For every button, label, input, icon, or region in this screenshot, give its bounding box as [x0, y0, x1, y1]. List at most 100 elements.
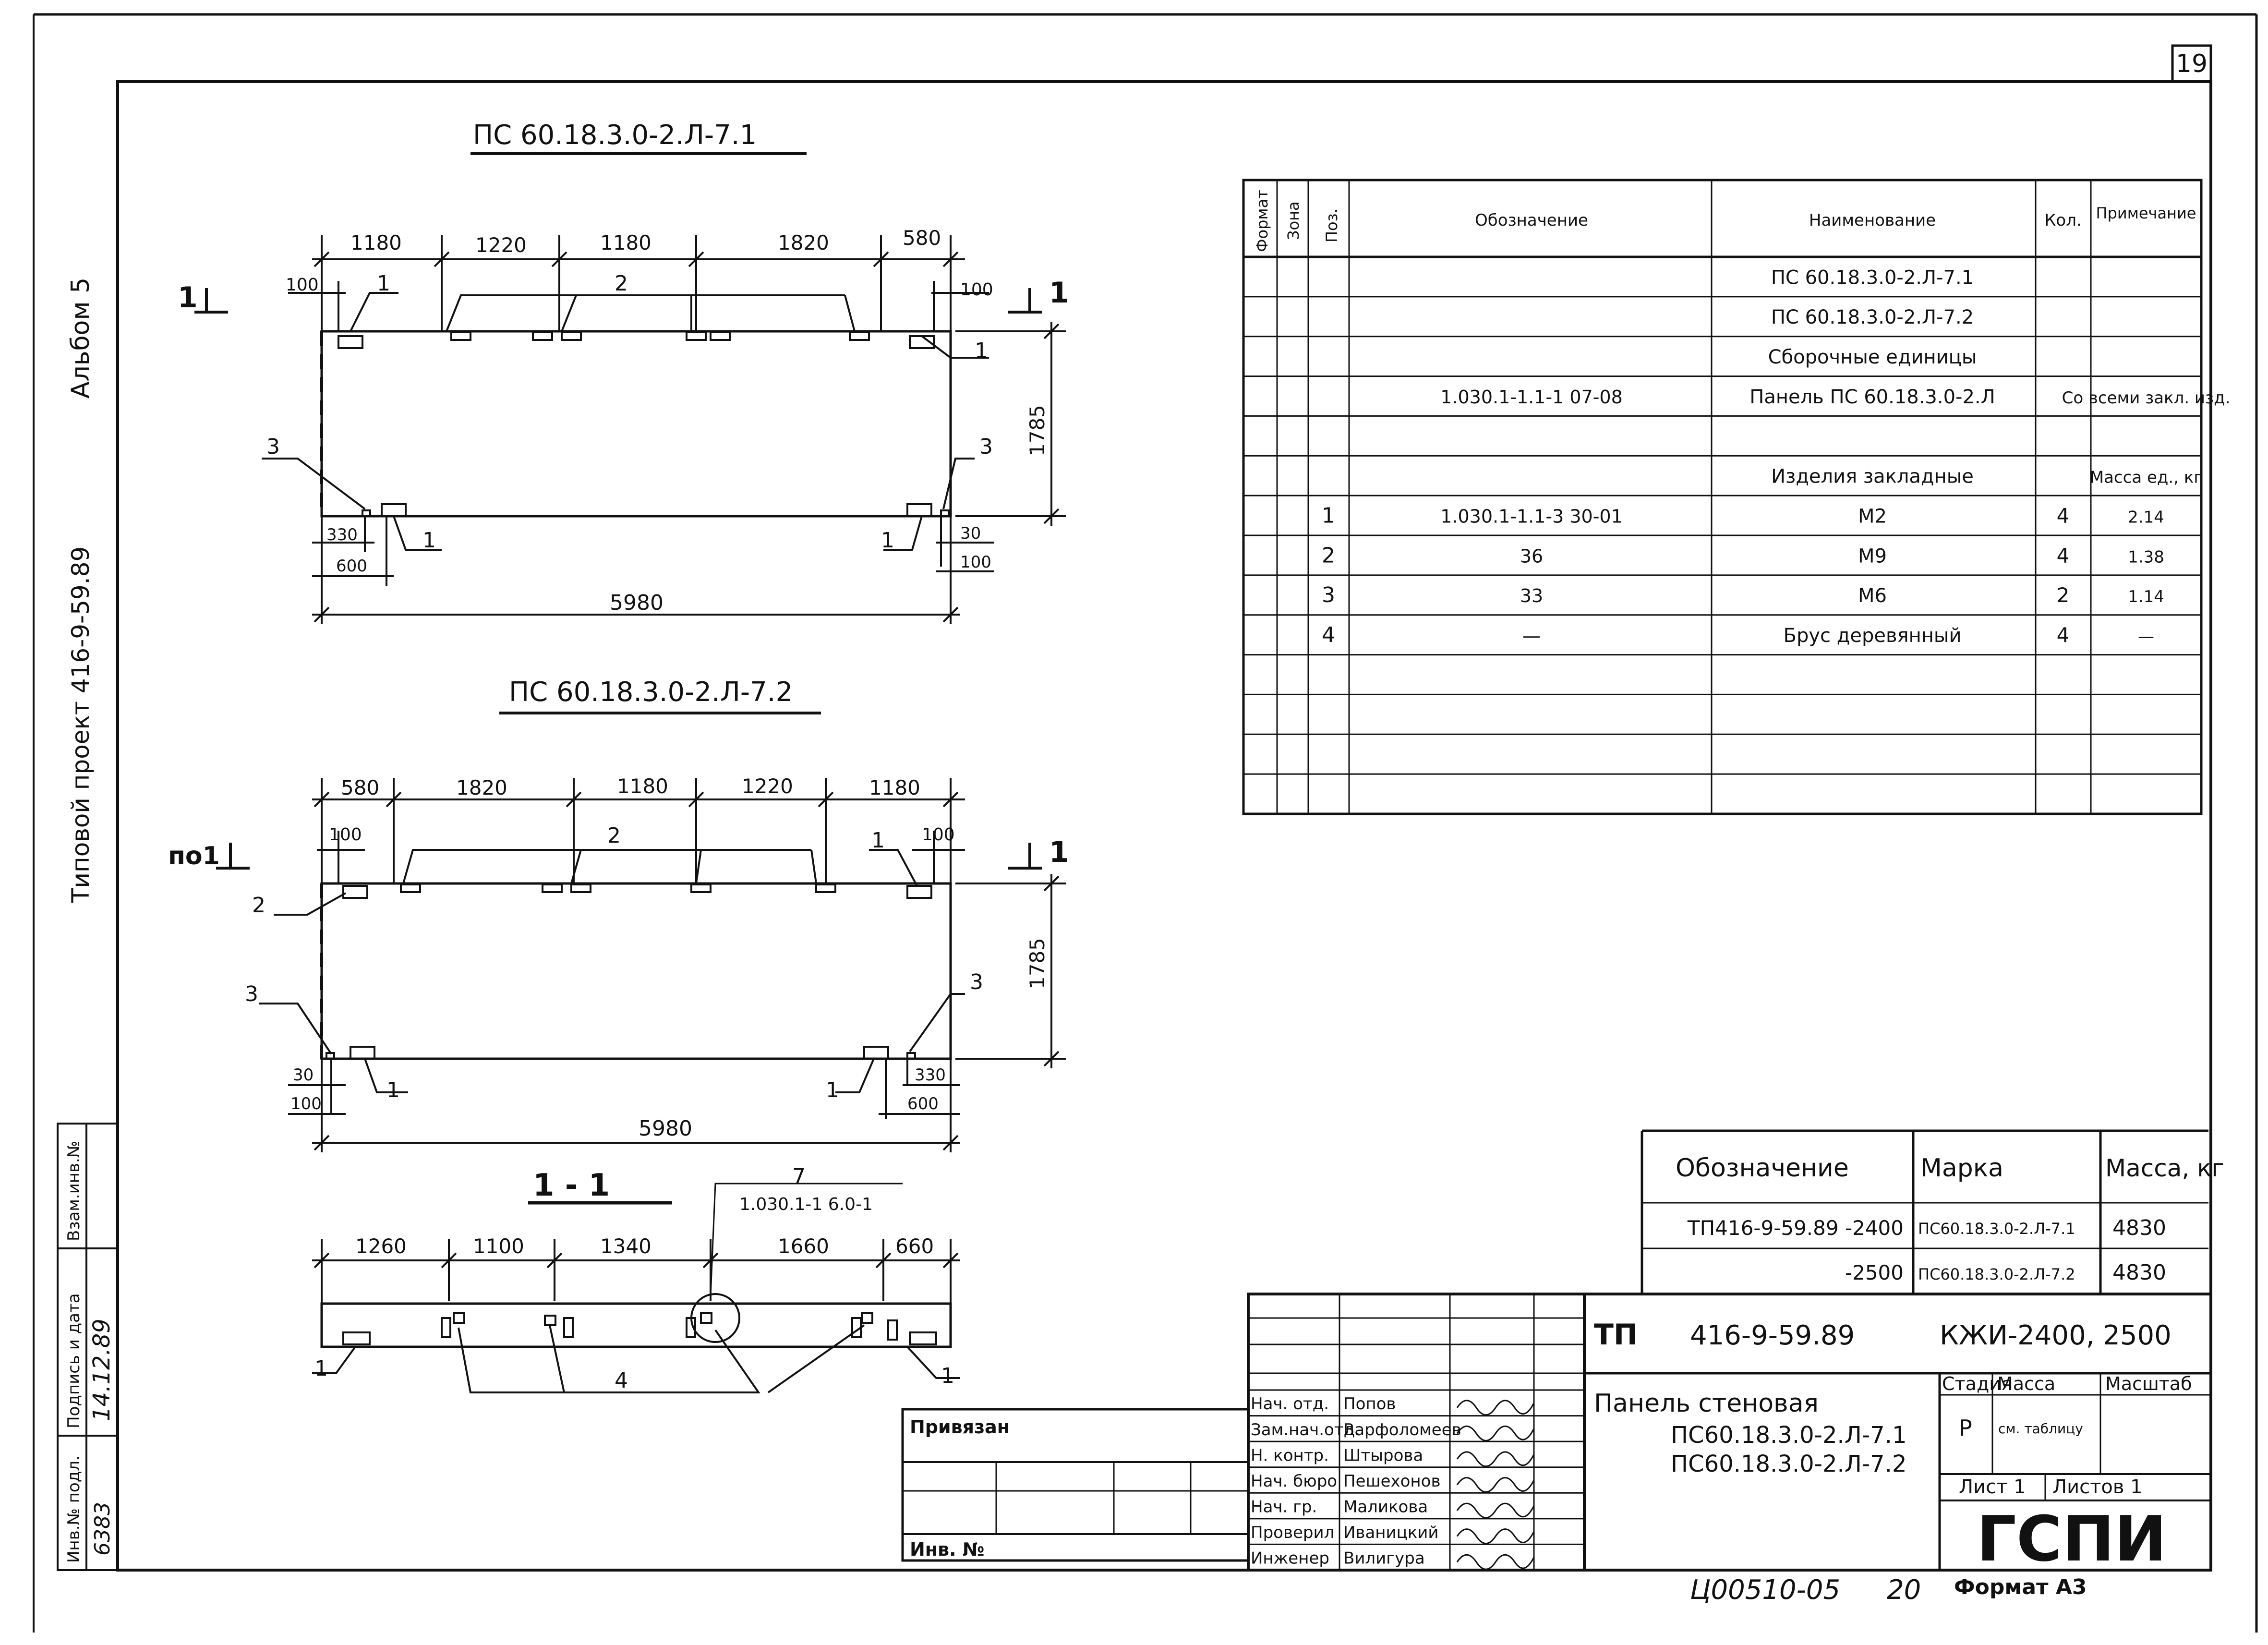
staff-name: Штырова: [1343, 1446, 1423, 1465]
spec-note: Масса ед., кг: [2090, 468, 2202, 487]
section-node-ref: 7: [792, 1164, 806, 1189]
v2-callout-1c: 1: [826, 1078, 839, 1102]
v2-edge-right: 100: [922, 825, 955, 845]
spec-name: Брус деревянный: [1784, 625, 1962, 647]
stamp-inv-label: Инв.№ подл.: [64, 1455, 84, 1563]
v2-dim-3: 1180: [617, 774, 668, 798]
tb-bound-label: Привязан: [910, 1416, 1010, 1438]
v2-callout-1b: 1: [386, 1078, 400, 1102]
spec-row-lines: [1243, 296, 2201, 775]
view1-panel: [320, 330, 952, 518]
staff-name: Попов: [1343, 1394, 1396, 1414]
stamp-sign-label: Подпись и дата: [64, 1293, 84, 1428]
tb-project-number: 416-9-59.89: [1690, 1320, 1855, 1351]
v1-callout-1c: 1: [422, 528, 436, 553]
staff-name: Вилигура: [1343, 1549, 1425, 1568]
spec-name: ПС 60.18.3.0-2.Л-7.1: [1771, 266, 1974, 289]
spec-designation: —: [1522, 625, 1541, 646]
tb-stage-header: Стадия: [1942, 1373, 2012, 1394]
spec-h-qty: Кол.: [2044, 211, 2081, 230]
v1-dim-4: 1820: [778, 231, 829, 254]
spec-qty: 4: [2057, 504, 2070, 527]
signature-scribble: [1456, 1502, 1535, 1519]
sec-dim-2: 1100: [473, 1234, 524, 1258]
v1-section-left: 1: [178, 281, 198, 314]
v1-callout-3a: 3: [266, 435, 280, 459]
signature-scribble: [1456, 1528, 1535, 1545]
spec-note: Со всеми закл. изд.: [2062, 388, 2231, 408]
section-1-1: 1 - 1 7 1.030.1-1 6.0-1 1260 1100 1340 1…: [312, 1164, 960, 1393]
staff-name: Маликова: [1343, 1497, 1428, 1516]
tb-org: ГСПИ: [1977, 1502, 2167, 1575]
spec-name: М6: [1858, 585, 1887, 607]
view2-title: ПС 60.18.3.0-2.Л-7.2: [509, 677, 793, 708]
stamp-replace-label: Взам.инв.№: [64, 1141, 84, 1241]
mass-table: [1641, 1129, 2208, 1294]
tb-mass-header: Масса: [1997, 1373, 2055, 1394]
v1-callout-2: 2: [615, 271, 628, 296]
mass-h-mass: Масса, кг: [2105, 1154, 2224, 1182]
mass-r1-mark: ПС60.18.3.0-2.Л-7.1: [1918, 1220, 2075, 1238]
spec-note: 2.14: [2128, 508, 2164, 527]
spec-pos: 1: [1322, 503, 1335, 528]
staff-role: Проверил: [1251, 1523, 1334, 1542]
v1-bdim-330: 330: [326, 525, 358, 544]
spec-qty: 2: [2057, 583, 2070, 607]
staff-role: Нач. гр.: [1251, 1497, 1317, 1516]
spec-h-designation: Обозначение: [1475, 211, 1588, 230]
project-label: Типовой проект 416-9-59.89: [67, 546, 95, 903]
spec-designation: 1.030.1-1.1-1 07-08: [1440, 387, 1623, 408]
spec-name: Сборочные единицы: [1768, 346, 1977, 368]
sec-dim-1: 1260: [355, 1234, 407, 1258]
spec-designation: 1.030.1-1.1-3 30-01: [1440, 506, 1623, 527]
tb-project-code: ТП: [1594, 1318, 1638, 1352]
v2-height: 1785: [1025, 938, 1049, 989]
v1-callout-1a: 1: [377, 271, 390, 296]
spec-pos: 2: [1322, 543, 1335, 568]
view1-title: ПС 60.18.3.0-2.Л-7.1: [473, 120, 757, 151]
spec-name: Панель ПС 60.18.3.0-2.Л: [1749, 386, 1995, 408]
bottom-format: Формат А3: [1954, 1575, 2087, 1599]
staff-role: Нач. бюро: [1251, 1472, 1337, 1491]
bottom-doc-number: Ц00510-05: [1690, 1574, 1840, 1606]
sec-dim-5: 660: [895, 1234, 934, 1258]
v2-bdim-330: 330: [915, 1065, 946, 1085]
spec-name: М9: [1858, 545, 1887, 567]
v1-bdim-30: 30: [960, 524, 981, 543]
v2-bdim-100: 100: [290, 1094, 322, 1113]
staff-role: Нач. отд.: [1251, 1394, 1329, 1414]
v1-dim-1: 1180: [350, 231, 402, 254]
staff-row-lines: [1248, 1389, 1584, 1545]
view2-panel: [320, 882, 952, 1060]
sec-dim-3: 1340: [600, 1234, 651, 1258]
v1-dim-3: 1180: [600, 231, 651, 254]
view1: ПС 60.18.3.0-2.Л-7.1: [178, 120, 1069, 624]
tb-inv-label: Инв. №: [910, 1539, 985, 1560]
title-block: [901, 1293, 2212, 1572]
mass-r2-mark: ПС60.18.3.0-2.Л-7.2: [1918, 1265, 2075, 1283]
signature-scribble: [1456, 1400, 1535, 1416]
bottom-page: 20: [1887, 1574, 1921, 1606]
mass-r1-mass: 4830: [2112, 1216, 2166, 1240]
v2-callout-1a: 1: [871, 828, 885, 853]
signature-scribble: [1456, 1554, 1535, 1570]
tb-name-2: ПС60.18.3.0-2.Л-7.1: [1671, 1422, 1906, 1449]
v2-dim-5: 1180: [869, 776, 920, 799]
section-node-doc: 1.030.1-1 6.0-1: [739, 1195, 873, 1214]
spec-pos: 4: [1322, 623, 1335, 647]
v1-callout-1b: 1: [975, 339, 988, 363]
staff-role: Зам.нач.отд.: [1251, 1420, 1360, 1439]
staff-role: Н. контр.: [1251, 1446, 1329, 1465]
left-stamp: [57, 1123, 119, 1571]
signature-scribble: [1456, 1477, 1535, 1493]
tb-name-1: Панель стеновая: [1594, 1389, 1819, 1418]
sec-callout-1a: 1: [314, 1356, 328, 1381]
staff-rows: Нач. отд.ПоповЗам.нач.отд.ВарфоломеевН. …: [1251, 1394, 1535, 1570]
inv-number: 6383: [90, 1502, 115, 1556]
v2-bdim-30: 30: [293, 1065, 314, 1085]
tb-sheet: Лист 1: [1959, 1476, 2026, 1498]
v1-bdim-600: 600: [336, 556, 367, 576]
spec-h-name: Наименование: [1809, 211, 1936, 230]
tb-stage: Р: [1959, 1415, 1972, 1441]
v1-height: 1785: [1025, 405, 1049, 456]
